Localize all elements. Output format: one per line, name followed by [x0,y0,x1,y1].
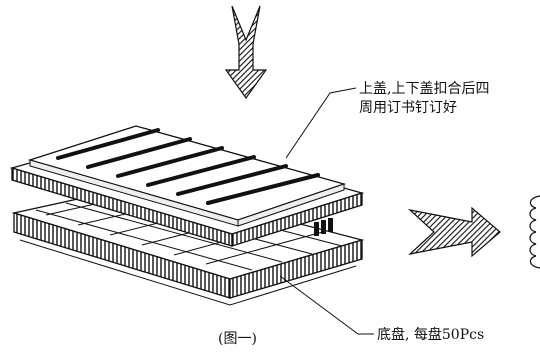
figure-caption: (图一) [218,331,257,347]
lid-label-continued: 周用订书钉订好 [359,100,457,116]
down-arrow-icon [224,5,268,100]
right-arrow-icon [408,206,501,258]
stacked-trays-edge [529,195,540,269]
top-lid [9,125,365,247]
lid-label: 上盖,上下盖扣合后四 [359,81,490,97]
lid-leader-line [285,87,357,159]
base-leader-line [279,275,374,335]
base-label: 底盘, 每盘50Pcs [377,327,485,343]
